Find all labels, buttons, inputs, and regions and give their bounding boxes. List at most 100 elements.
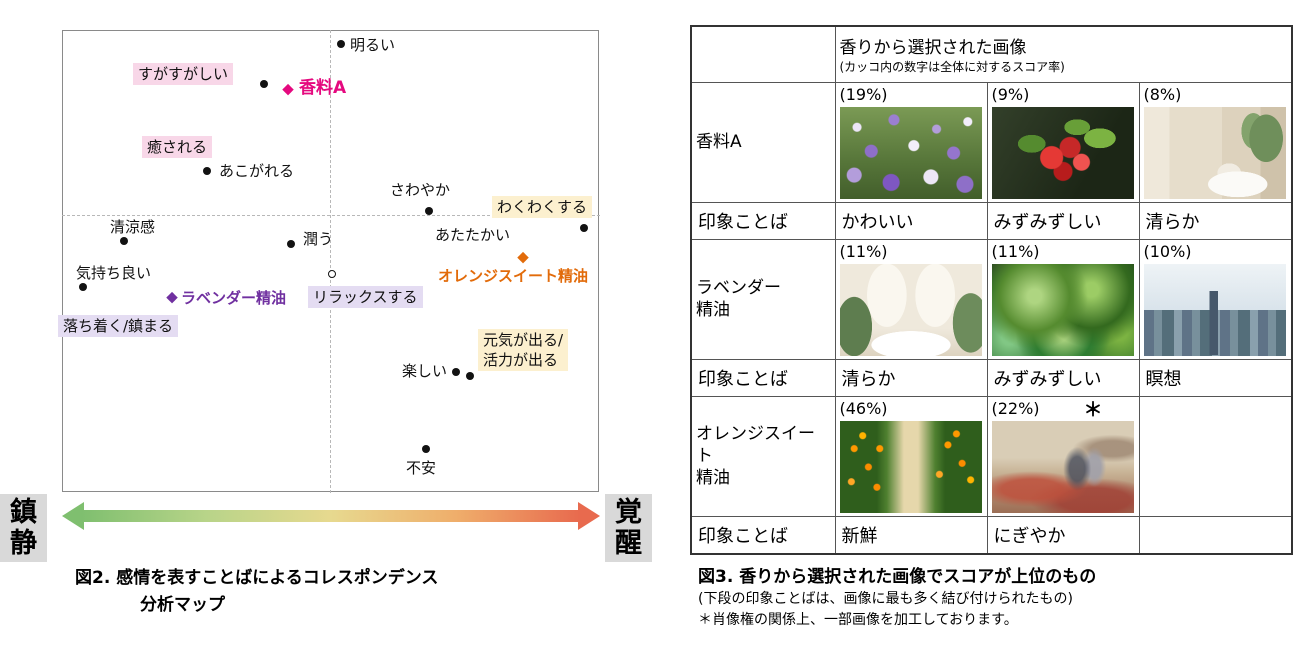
impression-word xyxy=(1138,515,1293,554)
scatter-point-label: 明るい xyxy=(350,36,396,54)
scatter-point-label: すがすがしい xyxy=(133,63,234,85)
impression-word: かわいい xyxy=(834,201,988,240)
image-cell: (46%) xyxy=(834,395,988,517)
axis-label-arousal: 覚醒 xyxy=(605,494,652,562)
scatter-point-marker xyxy=(337,40,345,48)
dew-leaves-image xyxy=(991,263,1134,356)
header-empty-cell xyxy=(690,25,836,83)
image-cell: (22%) ＊ xyxy=(986,395,1140,517)
scatter-point-marker xyxy=(287,240,295,248)
impression-word: にぎやか xyxy=(986,515,1140,554)
image-cell: (19%) xyxy=(834,81,988,203)
arrow-left-head-icon xyxy=(62,502,84,530)
score-percent-text: (22%) xyxy=(991,399,1040,418)
image-cell: (8%) xyxy=(1138,81,1293,203)
fig2-caption-line2: 分析マップ xyxy=(140,595,225,615)
bright-bathroom-image xyxy=(839,263,982,356)
scatter-point-marker xyxy=(422,445,430,453)
score-percent-text: (8%) xyxy=(1143,85,1182,104)
fig3-caption-title: 図3. 香りから選択された画像でスコアが上位のもの xyxy=(698,566,1097,587)
fig2-point-layer: 明るいすがすがしい ◆ 香料A 癒されるあこがれるさわやかあたたかい わくわくする清涼感… xyxy=(58,36,593,477)
score-percent: (11%) xyxy=(992,242,1135,262)
score-percent: (11%) xyxy=(840,242,983,262)
score-percent: (10%) xyxy=(1144,242,1288,262)
impression-word: 清らか xyxy=(834,358,988,397)
scatter-point-label: 元気が出る/ 活力が出る xyxy=(478,329,569,371)
scatter-point-label: あたたかい xyxy=(435,226,511,244)
image-cell: (9%) xyxy=(986,81,1140,203)
asterisk-mark: ＊ xyxy=(1083,399,1103,421)
scatter-point-label: 香料A xyxy=(299,78,347,98)
table-header-cell: 香りから選択された画像 (カッコ内の数字は全体に対するスコア率) xyxy=(834,25,1293,83)
scatter-point-label: リラックスする xyxy=(308,286,423,308)
purple-flowers-image xyxy=(839,106,982,199)
scatter-point-marker xyxy=(580,224,588,232)
scatter-point-marker xyxy=(203,167,211,175)
impression-word: 新鮮 xyxy=(834,515,988,554)
score-percent: (9%) xyxy=(992,85,1135,105)
impression-row-label: 印象ことば xyxy=(690,358,836,397)
fig3-table: 香りから選択された画像 (カッコ内の数字は全体に対するスコア率) 香料A (19… xyxy=(690,25,1294,555)
impression-word: 瞑想 xyxy=(1138,358,1293,397)
city-skyline-image xyxy=(1143,263,1286,356)
scatter-point-marker xyxy=(425,207,433,215)
fig2-caption: 図2. 感情を表すことばによるコレスポンデンス 分析マップ xyxy=(75,565,438,619)
scatter-point-label: オレンジスイート精油 xyxy=(438,267,589,285)
scatter-point-marker xyxy=(120,237,128,245)
scatter-point-marker xyxy=(452,368,460,376)
axis-label-sedation: 鎮静 xyxy=(0,494,47,562)
scatter-point-label: 気持ち良い xyxy=(76,264,152,282)
fig2-panel: 明るいすがすがしい ◆ 香料A 癒されるあこがれるさわやかあたたかい わくわくする清涼感… xyxy=(0,30,652,619)
impression-row-label: 印象ことば xyxy=(690,201,836,240)
fig2-caption-line1: 図2. 感情を表すことばによるコレスポンデンス xyxy=(75,568,439,588)
scatter-point-label: 不安 xyxy=(406,459,437,477)
score-percent-text: (11%) xyxy=(839,242,888,261)
arrow-right-head-icon xyxy=(578,502,600,530)
scatter-point-marker: ◆ xyxy=(166,287,178,306)
image-cell: (10%) xyxy=(1138,238,1293,360)
table-header-title: 香りから選択された画像 xyxy=(839,38,1027,59)
impression-row-label: 印象ことば xyxy=(690,515,836,554)
image-cell: (11%) xyxy=(834,238,988,360)
scatter-point-label: ラベンダー精油 xyxy=(181,289,287,307)
score-percent-text: (46%) xyxy=(839,399,888,418)
score-percent-text: (10%) xyxy=(1143,242,1192,261)
axis-label-arousal-text: 覚醒 xyxy=(615,497,642,559)
fig3-caption-note2: ＊肖像権の関係上、一部画像を加工しております。 xyxy=(698,611,1018,628)
scatter-point-label: あこがれる xyxy=(219,162,295,180)
market-blur-image xyxy=(991,420,1134,513)
score-percent: (22%) ＊ xyxy=(991,399,1135,421)
arousal-axis-arrow xyxy=(62,500,600,532)
scatter-point-label: 落ち着く/鎮まる xyxy=(58,315,179,337)
score-percent-text: (11%) xyxy=(991,242,1040,261)
scatter-point-label: わくわくする xyxy=(492,196,593,218)
scatter-point-marker xyxy=(328,270,336,278)
score-percent: (46%) xyxy=(840,399,983,419)
impression-word: みずみずしい xyxy=(986,201,1140,240)
score-percent-text: (19%) xyxy=(839,85,888,104)
impression-word: みずみずしい xyxy=(986,358,1140,397)
scatter-point-label: さわやか xyxy=(390,181,451,199)
scent-label-fragrance-a: 香料A xyxy=(690,81,836,203)
scatter-point-label: 癒される xyxy=(142,136,213,158)
axis-label-sedation-text: 鎮静 xyxy=(10,497,37,559)
fig2-horizontal-gridline xyxy=(62,215,600,216)
scatter-point-label: 清涼感 xyxy=(110,218,156,236)
scent-label-lavender: ラベンダー 精油 xyxy=(690,238,836,360)
red-berries-image xyxy=(991,106,1134,199)
fig3-caption: 図3. 香りから選択された画像でスコアが上位のもの (下段の印象ことばは、画像に… xyxy=(690,565,1294,631)
table-header-subtitle: (カッコ内の数字は全体に対するスコア率) xyxy=(839,60,1065,75)
scatter-point-label: 潤う xyxy=(303,230,334,248)
orange-orchard-image xyxy=(839,420,982,513)
scent-label-orange-sweet: オレンジスイート 精油 xyxy=(690,395,836,517)
scatter-point-marker xyxy=(260,80,268,88)
impression-word: 清らか xyxy=(1138,201,1293,240)
score-percent: (19%) xyxy=(840,85,983,105)
scatter-point-label: 楽しい xyxy=(402,362,448,380)
score-percent: (8%) xyxy=(1144,85,1288,105)
fig2-vertical-gridline xyxy=(330,30,331,493)
scatter-point-marker xyxy=(466,372,474,380)
bathroom-plants-image xyxy=(1143,106,1286,199)
image-cell: (11%) xyxy=(986,238,1140,360)
